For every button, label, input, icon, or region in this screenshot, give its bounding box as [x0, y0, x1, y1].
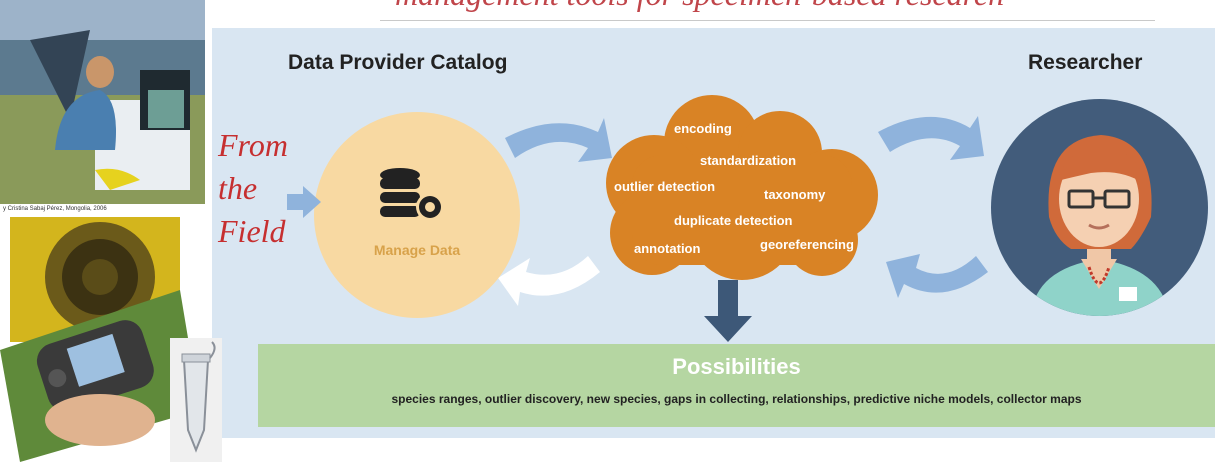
photo-credit: y Cristina Sabaj Pérez, Mongolia, 2006 — [3, 206, 107, 212]
gps-device-icon — [0, 290, 200, 462]
possibilities-title: Possibilities — [672, 354, 801, 379]
cloud-shape-icon — [606, 95, 878, 280]
catalog-heading: Data Provider Catalog — [288, 51, 508, 74]
researcher-heading: Researcher — [1028, 51, 1143, 74]
field-word: the — [218, 170, 258, 206]
page-title: management tools for specimen-based rese… — [395, 0, 1004, 13]
field-scene-icon — [0, 0, 205, 217]
possibilities-bar — [258, 344, 1215, 427]
from-the-field-text: From the Field — [218, 124, 288, 253]
arrow-from-researcher-icon — [886, 254, 988, 298]
field-word: From — [218, 127, 288, 163]
field-word: Field — [218, 213, 286, 249]
cloud-term: standardization — [700, 153, 797, 168]
cloud-term: encoding — [674, 121, 732, 136]
cloud-term: duplicate detection — [674, 213, 793, 228]
cloud-term: outlier detection — [614, 179, 716, 194]
arrow-to-researcher-icon — [878, 116, 984, 160]
title-divider — [380, 20, 1155, 21]
arrow-down-icon — [704, 280, 752, 342]
arrow-to-cloud-icon — [505, 118, 612, 162]
tube-photo — [170, 338, 222, 462]
field-arrow-icon — [287, 186, 321, 218]
possibilities-text: species ranges, outlier discovery, new s… — [391, 392, 1082, 406]
gps-photo — [0, 290, 200, 462]
cloud-term: taxonomy — [764, 187, 826, 202]
researcher-avatar — [991, 99, 1208, 316]
field-photo: y Cristina Sabaj Pérez, Mongolia, 2006 — [0, 0, 205, 217]
researcher-icon — [1031, 135, 1169, 316]
processing-cloud: encoding standardization outlier detecti… — [592, 95, 892, 280]
manage-data-label: Manage Data — [373, 242, 461, 258]
arrow-to-manage-icon — [498, 256, 600, 306]
cloud-term: georeferencing — [760, 237, 854, 252]
database-gear-icon — [380, 168, 444, 221]
cloud-term: annotation — [634, 241, 701, 256]
sample-tube-icon — [181, 341, 216, 453]
